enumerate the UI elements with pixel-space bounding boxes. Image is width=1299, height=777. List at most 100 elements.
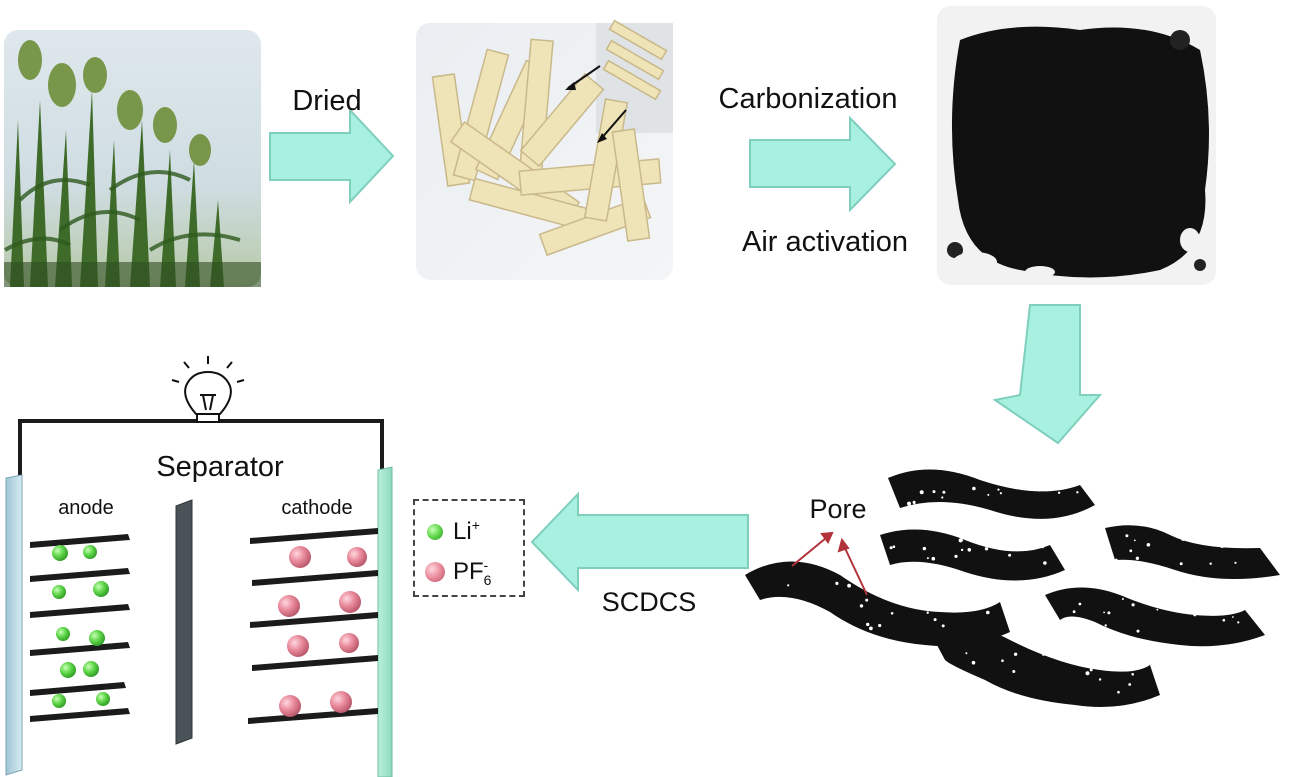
ion-legend: Li+ PF6- <box>413 499 525 597</box>
pore-dot <box>1221 600 1224 604</box>
pore-dot <box>1193 613 1197 617</box>
pore-dot <box>972 678 976 683</box>
pore-dot <box>835 581 839 586</box>
pore-dot <box>1204 536 1207 540</box>
carbon-powder-photo <box>937 6 1216 285</box>
pore-dot <box>907 501 911 506</box>
pore-dot <box>1076 491 1079 494</box>
pore-dot <box>1232 616 1234 618</box>
pore-dot <box>984 547 989 551</box>
pore-dot <box>932 490 936 494</box>
li-label: Li+ <box>453 517 480 545</box>
pore-dot <box>987 493 990 496</box>
pore-dot <box>1008 553 1012 557</box>
pore-dot <box>892 545 896 548</box>
pore-dot <box>1125 534 1129 538</box>
pore-dot <box>1037 488 1041 492</box>
pore-dot <box>1136 629 1140 633</box>
step-air-activation-label: Air activation <box>742 226 908 258</box>
pore-dot <box>1006 543 1010 548</box>
pore-dot <box>1244 542 1246 545</box>
pore-dot <box>1107 611 1111 615</box>
legend-item-li: Li+ <box>427 517 480 546</box>
pore-dot <box>1131 673 1134 676</box>
pore-dot <box>1156 608 1159 611</box>
step-carbonization-label: Carbonization <box>719 83 898 115</box>
pore-dot <box>1222 618 1226 622</box>
pore-dot <box>1184 535 1188 539</box>
pore-dot <box>1181 537 1185 541</box>
pore-dot <box>1043 561 1047 565</box>
cathode-label: cathode <box>281 497 352 519</box>
pore-dot <box>954 554 958 559</box>
pore-dot <box>869 626 873 631</box>
battery-schematic <box>5 356 393 777</box>
pore-dot <box>1234 539 1237 542</box>
pore-dot <box>986 610 990 615</box>
pore-dot <box>1016 482 1020 486</box>
pore-dot <box>1128 683 1132 686</box>
pf6-ion-swatch <box>425 562 445 583</box>
pore-dot <box>1072 610 1076 614</box>
pore-dot <box>999 492 1003 495</box>
pore-dot <box>1098 678 1102 681</box>
pore-dot <box>787 584 790 587</box>
pore-dot <box>1012 670 1016 673</box>
pore-dot <box>1057 491 1061 494</box>
pore-dot <box>960 548 964 552</box>
pore-dot <box>1089 668 1093 672</box>
pore-dot <box>1059 647 1063 651</box>
pore-dot <box>922 546 927 551</box>
pf6-label: PF6- <box>453 557 492 588</box>
pore-dot <box>1041 545 1045 549</box>
pore-dot <box>954 669 957 672</box>
pore-dot <box>1117 690 1120 694</box>
pore-dot <box>1041 652 1046 656</box>
pore-pointer-arrows <box>791 531 868 596</box>
pore-dot <box>1013 652 1018 656</box>
pore-dot <box>958 538 963 543</box>
pore-dot <box>941 624 945 628</box>
pore-dot <box>926 611 929 614</box>
step-scdcs-label: SCDCS <box>602 587 697 617</box>
li-ion-swatch <box>427 523 443 540</box>
pore-dot <box>1078 602 1082 606</box>
pore-dot <box>1103 611 1105 614</box>
pore-dot <box>889 546 893 550</box>
pore-dot <box>1234 561 1237 564</box>
process-arrow-2 <box>749 115 897 213</box>
pore-dot <box>919 490 924 495</box>
pore-dot <box>1182 603 1185 606</box>
pore-dot <box>997 488 1000 491</box>
pore-dot <box>967 606 971 609</box>
pore-dot <box>941 496 944 499</box>
pore-dot <box>926 557 929 560</box>
anode-label: anode <box>58 497 114 519</box>
pore-dot <box>1237 621 1240 624</box>
pore-dot <box>1114 558 1118 562</box>
pore-dot <box>1146 543 1151 547</box>
lightbulb-icon <box>171 356 245 423</box>
pore-dot <box>1121 598 1124 600</box>
pore-dot <box>965 652 968 655</box>
pore-dot <box>978 689 982 693</box>
pore-dot <box>1019 487 1023 490</box>
pf6-ion-balls <box>278 546 367 717</box>
pore-dot <box>878 623 882 628</box>
pore-dot <box>913 502 916 505</box>
pore-dot <box>1133 539 1136 542</box>
pore-dot <box>931 556 936 561</box>
pore-dot <box>942 490 946 494</box>
pore-dot <box>847 583 851 588</box>
pore-dot <box>1129 549 1133 553</box>
pore-dot <box>993 540 996 543</box>
pore-dot <box>859 604 864 608</box>
pore-dot <box>1135 556 1140 560</box>
sorghum-plant-photo <box>4 30 261 287</box>
dried-stalks-photo <box>416 19 673 280</box>
process-arrow-4 <box>530 491 749 593</box>
pore-dot <box>890 612 894 615</box>
process-arrow-1 <box>269 107 395 205</box>
pore-dot <box>1001 659 1004 662</box>
separator-label: Separator <box>156 451 284 483</box>
